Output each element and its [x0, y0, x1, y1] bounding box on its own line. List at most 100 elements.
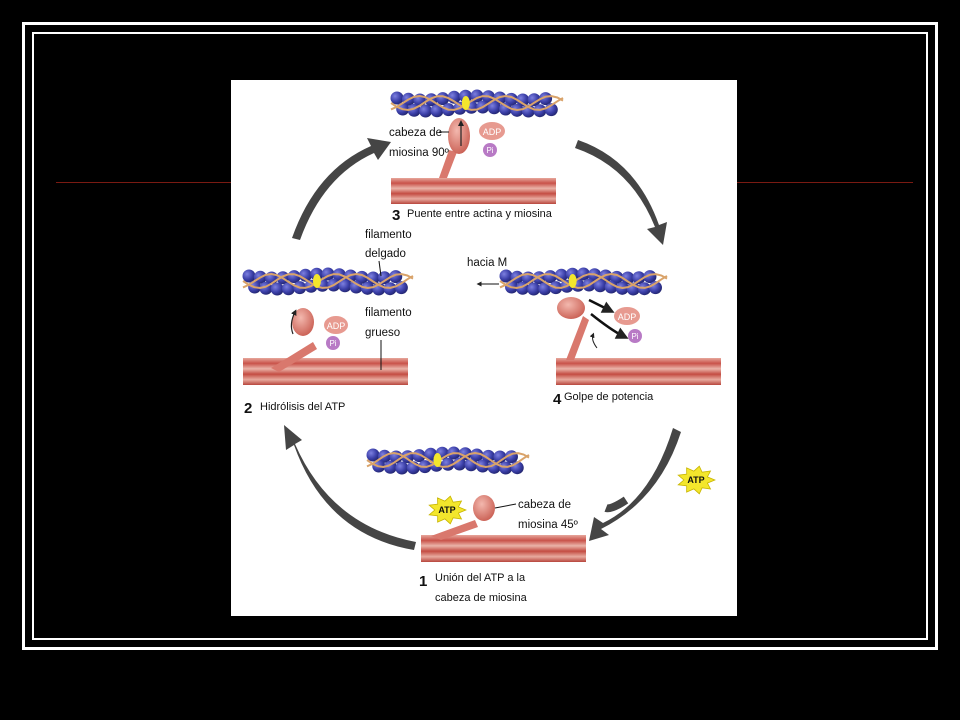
- thin-filament-label-line2: delgado: [365, 248, 406, 260]
- binding-site: [433, 453, 442, 467]
- stage-title-1-line2: cabeza de miosina: [435, 592, 528, 604]
- actin-bead: [338, 279, 352, 293]
- head-label-stage-1-line1: cabeza de: [518, 499, 571, 511]
- cross-bridge-cycle-diagram: ADP Pi cabeza de miosina 90º 3 Puente en…: [231, 80, 737, 616]
- adp-stage-4: ADP: [614, 307, 640, 325]
- actin-bead: [487, 101, 501, 115]
- tropomyosin-strand: [499, 272, 668, 290]
- binding-site: [312, 274, 321, 288]
- thick-filament-stage-2: [243, 358, 408, 385]
- thin-filament-stage-2: [242, 267, 414, 296]
- adp-stage-3: ADP: [479, 122, 505, 140]
- stage-number-1: 1: [419, 573, 427, 590]
- slide-outer-frame: [22, 22, 938, 650]
- pi-release-arrow: [590, 313, 629, 339]
- actin-bead: [366, 448, 380, 462]
- title-underline-left: [56, 182, 232, 183]
- actin-bead: [499, 461, 513, 475]
- tropomyosin-strand: [242, 272, 414, 290]
- stage-number-backdrop-2: [243, 395, 263, 423]
- thin-filament-stage-1: [366, 446, 530, 475]
- actin-bead: [282, 282, 295, 296]
- actin-bead: [395, 461, 409, 475]
- stage-title-2: Hidrólisis del ATP: [260, 401, 345, 413]
- actin-bead: [390, 91, 404, 105]
- binding-site: [568, 274, 577, 288]
- adp-label-stage-2: ADP: [327, 321, 346, 331]
- actin-bead: [419, 104, 433, 118]
- cycle-arrow-1-to-2: [284, 425, 416, 550]
- tropomyosin-strand: [366, 451, 530, 469]
- direction-label: hacia M: [467, 257, 507, 269]
- thick-filament-stage-1: [421, 535, 586, 562]
- thin-filament-stage-3: [390, 89, 564, 118]
- thin-filament-label-line1: filamento: [365, 229, 412, 241]
- actin-bead: [499, 269, 513, 283]
- actin-bead: [527, 282, 541, 296]
- actin-bead: [270, 282, 284, 296]
- myosin-head-stage-1: [431, 495, 495, 540]
- atp-burst-free: ATP: [677, 465, 716, 495]
- stage-title-4: Golpe de potencia: [564, 391, 654, 403]
- thick-filament-stage-4: [556, 358, 721, 385]
- actin-bead: [516, 93, 530, 107]
- cycle-diagram-svg: ADP Pi cabeza de miosina 90º 3 Puente en…: [242, 89, 721, 604]
- tropomyosin-strand: [366, 451, 530, 469]
- atp-entry-arrow: [604, 496, 629, 513]
- tropomyosin-strand: [242, 272, 414, 290]
- cycle-arrows: [284, 138, 681, 550]
- slide-inner-frame: [32, 32, 928, 640]
- atp-label-free: ATP: [687, 475, 704, 485]
- thick-filament-label-line1: filamento: [365, 307, 412, 319]
- actin-bead: [527, 93, 541, 107]
- cycle-arrow-2-to-3: [292, 138, 391, 240]
- actin-bead: [349, 280, 363, 294]
- tropomyosin-strand: [499, 272, 668, 290]
- actin-bead: [621, 271, 635, 285]
- myosin-head-stage-4: [557, 297, 598, 360]
- tropomyosin-strand: [390, 94, 564, 112]
- stage-number-4: 4: [553, 391, 562, 408]
- atp-label-bound: ATP: [438, 505, 455, 515]
- myosin-head-stage-2: [271, 308, 317, 372]
- atp-burst-bound: ATP: [428, 495, 467, 525]
- myosin-head-stage-3: [439, 118, 470, 178]
- pi-label-stage-4: Pi: [631, 332, 638, 341]
- actin-bead: [493, 450, 507, 464]
- phosphate-stage-3: Pi: [483, 143, 497, 157]
- thick-filament-stage-3: [391, 178, 556, 204]
- actin-bead: [430, 104, 444, 118]
- actin-bead: [366, 271, 380, 285]
- cycle-arrow-4-to-1: [589, 428, 681, 541]
- head-label-stage-3-line2: miosina 90º: [389, 147, 450, 159]
- actin-bead: [481, 449, 495, 463]
- stage-number-2: 2: [244, 400, 252, 417]
- actin-bead: [470, 448, 484, 462]
- pi-label-stage-3: Pi: [486, 146, 493, 155]
- phosphate-stage-2: Pi: [326, 336, 340, 350]
- thin-filament-stage-4: [499, 267, 668, 296]
- actin-bead: [593, 279, 607, 293]
- adp-label-stage-3: ADP: [483, 127, 502, 137]
- phosphate-stage-4: Pi: [628, 329, 642, 343]
- adp-stage-2: ADP: [324, 316, 348, 334]
- head-label-stage-3-line1: cabeza de: [389, 127, 442, 139]
- actin-bead: [538, 282, 552, 296]
- actin-bead: [499, 102, 513, 116]
- head-label-stage-1-line2: miosina 45º: [518, 519, 579, 531]
- cycle-arrow-3-to-4: [575, 140, 667, 245]
- title-underline-right: [737, 182, 913, 183]
- stage-title-3: Puente entre actina y miosina: [407, 208, 553, 220]
- actin-bead: [453, 457, 467, 471]
- pi-label-stage-2: Pi: [329, 339, 336, 348]
- actin-bead: [458, 447, 472, 461]
- actin-bead: [604, 280, 618, 294]
- stage-title-1-line1: Unión del ATP a la: [435, 572, 526, 584]
- adp-release-arrow: [588, 298, 615, 313]
- binding-site: [461, 96, 470, 110]
- stage-number-3: 3: [392, 207, 400, 224]
- adp-label-stage-4: ADP: [618, 312, 637, 322]
- actin-bead: [632, 271, 646, 285]
- tropomyosin-strand: [390, 94, 564, 112]
- actin-bead: [242, 269, 256, 283]
